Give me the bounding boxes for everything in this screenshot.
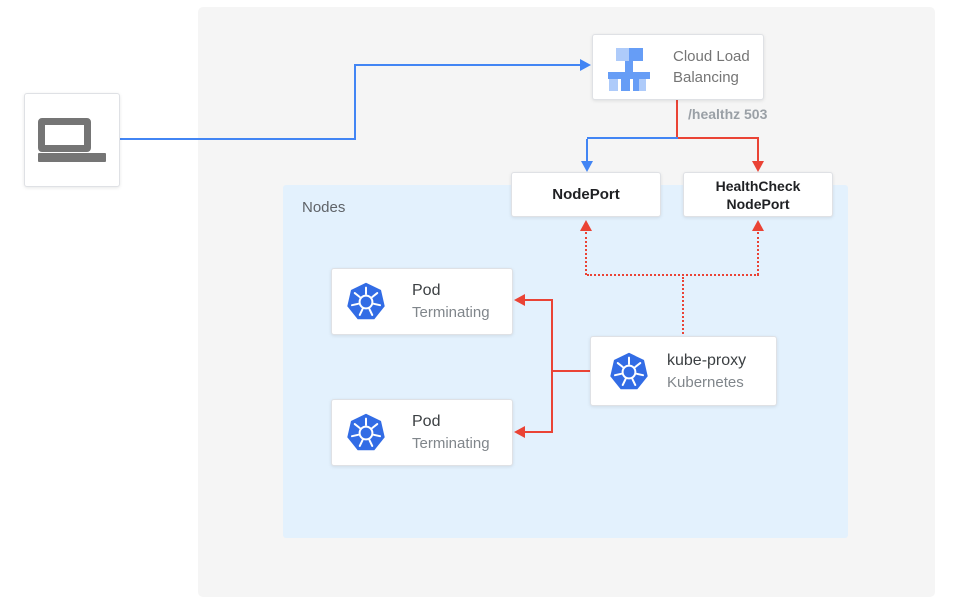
healthz-status-label: /healthz 503 <box>688 106 768 122</box>
pod-title: Pod <box>412 413 441 430</box>
lb-exit-line <box>676 100 678 138</box>
nodeport-node: NodePort <box>511 172 661 217</box>
pods-tree-line-v <box>551 299 553 433</box>
tree-to-pod2-line <box>524 431 553 433</box>
lb-to-healthcheck-line-h <box>678 137 759 139</box>
client-to-lb-line-segment-3 <box>354 64 580 66</box>
kube-proxy-subtitle: Kubernetes <box>667 374 744 391</box>
client-to-lb-line-segment-1 <box>120 138 356 140</box>
kubernetes-icon <box>347 282 385 320</box>
kubeproxy-dotted-line-v <box>682 277 684 334</box>
pod-title: Pod <box>412 282 441 299</box>
lb-to-nodeport-arrow <box>581 161 593 172</box>
healthcheck-nodeport-node: HealthCheck NodePort <box>683 172 833 217</box>
nodeport-label: NodePort <box>552 186 620 203</box>
lb-to-nodeport-line-v <box>586 139 588 162</box>
dotted-to-healthcheck-line <box>757 232 759 275</box>
kubeproxy-to-tree-line <box>551 370 590 372</box>
laptop-base-shape <box>38 153 106 162</box>
pod-node-2: Pod Terminating <box>331 399 513 466</box>
laptop-screen-shape <box>38 118 91 152</box>
client-node <box>24 93 120 187</box>
cloud-load-balancing-icon <box>608 48 650 91</box>
healthcheck-label-line1: HealthCheck <box>715 177 801 194</box>
lb-to-healthcheck-arrow <box>752 161 764 172</box>
client-to-lb-arrow <box>580 59 591 71</box>
healthcheck-label-line2: NodePort <box>726 195 790 212</box>
cloud-load-balancing-label: Cloud Load Balancing <box>673 48 750 86</box>
kubeproxy-dotted-line-h <box>587 274 759 276</box>
pod-status: Terminating <box>412 435 490 452</box>
dotted-to-healthcheck-arrow <box>752 220 764 231</box>
laptop-icon <box>38 118 106 162</box>
nodes-panel-label: Nodes <box>302 199 346 216</box>
cloud-load-balancing-node: Cloud Load Balancing <box>592 34 764 100</box>
kubernetes-icon <box>610 352 648 390</box>
client-to-lb-line-segment-2 <box>354 64 356 140</box>
lb-to-healthcheck-line-v <box>757 139 759 162</box>
lb-to-nodeport-line-h <box>587 137 678 139</box>
pod-status: Terminating <box>412 304 490 321</box>
dotted-to-nodeport-line <box>585 232 587 275</box>
tree-to-pod1-arrow <box>514 294 525 306</box>
tree-to-pod1-line <box>524 299 553 301</box>
kube-proxy-node: kube-proxy Kubernetes <box>590 336 777 406</box>
pod-node-1: Pod Terminating <box>331 268 513 335</box>
kubernetes-icon <box>347 413 385 451</box>
dotted-to-nodeport-arrow <box>580 220 592 231</box>
kube-proxy-title: kube-proxy <box>667 352 747 369</box>
tree-to-pod2-arrow <box>514 426 525 438</box>
